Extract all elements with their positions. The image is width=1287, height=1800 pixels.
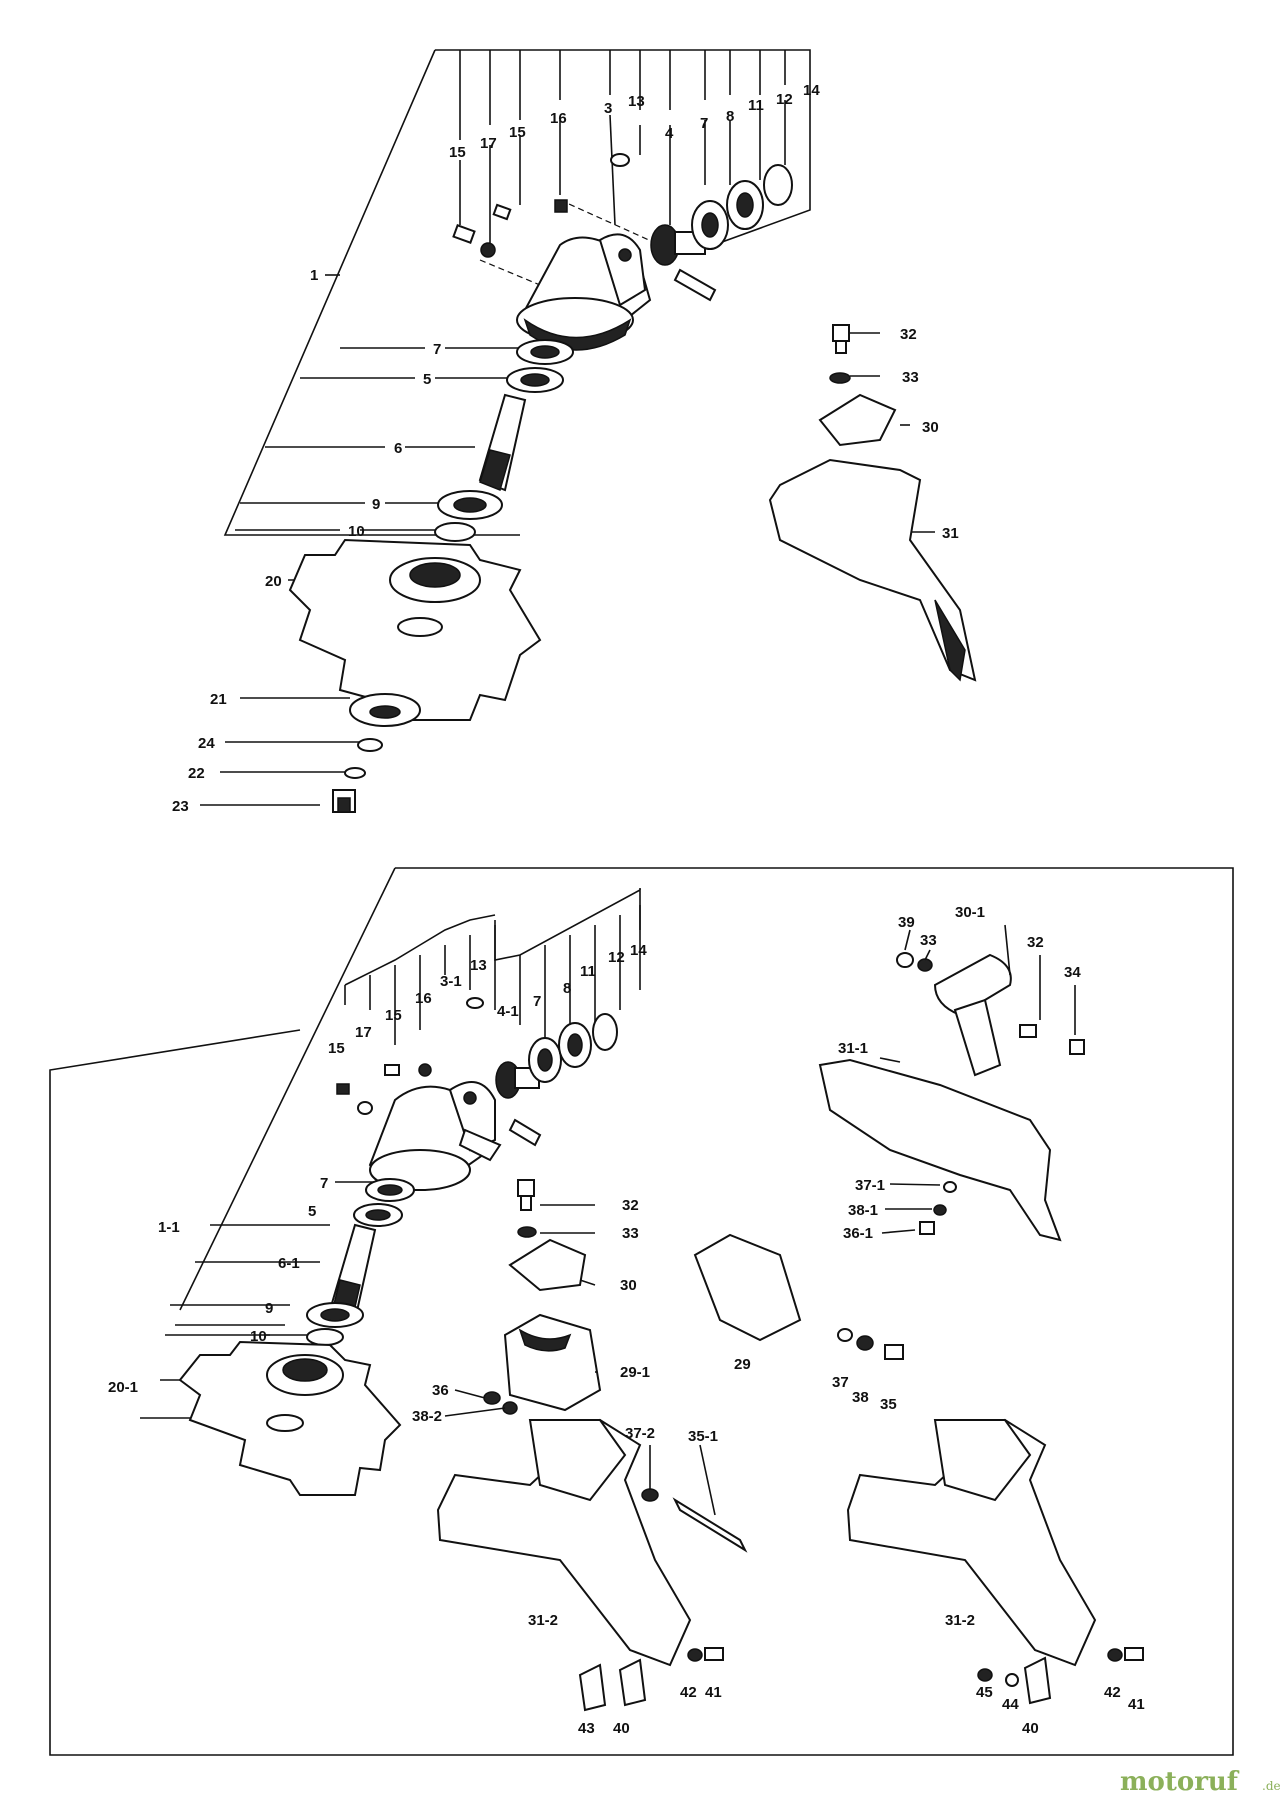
callout-42: 42 xyxy=(680,1684,697,1701)
saw-blade-2 xyxy=(178,1340,402,1496)
callout-12: 12 xyxy=(608,949,625,966)
callout-14: 14 xyxy=(803,82,820,99)
callout-7: 7 xyxy=(700,115,708,132)
brand-watermark: motoruf .de xyxy=(1120,1767,1281,1797)
callout-32: 32 xyxy=(622,1197,639,1214)
callout-15: 15 xyxy=(328,1040,345,1057)
callout-5: 5 xyxy=(423,371,431,388)
callout-33: 33 xyxy=(902,369,919,386)
callout-22: 22 xyxy=(188,765,205,782)
callout-9: 9 xyxy=(265,1300,273,1317)
callout-13: 13 xyxy=(628,93,645,110)
callout-36: 36 xyxy=(432,1382,449,1399)
callout-1: 1 xyxy=(310,267,318,284)
guard-upper-right xyxy=(818,952,1085,1242)
callout-21: 21 xyxy=(210,691,227,708)
callout-35: 35 xyxy=(880,1396,897,1413)
gear-head-housing-2 xyxy=(368,1081,502,1191)
callout-40: 40 xyxy=(1022,1720,1039,1737)
callout-8: 8 xyxy=(726,108,734,125)
callout-13: 13 xyxy=(470,957,487,974)
callout-5: 5 xyxy=(308,1203,316,1220)
guard-upper xyxy=(768,324,977,682)
callout-15: 15 xyxy=(509,124,526,141)
callout-20-1: 20-1 xyxy=(108,1379,138,1396)
callout-1-1: 1-1 xyxy=(158,1219,180,1236)
callout-17: 17 xyxy=(355,1024,372,1041)
callout-4-1: 4-1 xyxy=(497,1003,519,1020)
callout-16: 16 xyxy=(415,990,432,1007)
callout-11: 11 xyxy=(580,963,596,980)
callout-6: 6 xyxy=(394,440,402,457)
bevel-gear-set-2 xyxy=(336,997,618,1147)
callout-11: 11 xyxy=(748,97,764,114)
callout-36-1: 36-1 xyxy=(843,1225,873,1242)
callout-30: 30 xyxy=(620,1277,637,1294)
guard-lower-right xyxy=(846,1418,1144,1705)
callout-35-1: 35-1 xyxy=(688,1428,718,1445)
callout-33: 33 xyxy=(622,1225,639,1242)
bearing-stack xyxy=(434,339,574,542)
lower-assembly: 15 17 15 16 3-1 13 4-1 7 8 11 12 14 7 1-… xyxy=(49,867,1234,1756)
bearing-stack-2 xyxy=(306,1178,415,1346)
callout-42: 42 xyxy=(1104,1684,1121,1701)
callout-40: 40 xyxy=(613,1720,630,1737)
callout-30: 30 xyxy=(922,419,939,436)
callout-23: 23 xyxy=(172,798,189,815)
callout-32: 32 xyxy=(1027,934,1044,951)
callout-9: 9 xyxy=(372,496,380,513)
callout-31: 31 xyxy=(942,525,959,542)
callout-6-1: 6-1 xyxy=(278,1255,300,1272)
callout-7: 7 xyxy=(533,993,541,1010)
callout-38-1: 38-1 xyxy=(848,1202,878,1219)
callout-43: 43 xyxy=(578,1720,595,1737)
callout-10: 10 xyxy=(348,523,365,540)
guard-lower-left xyxy=(436,1418,748,1712)
callout-8: 8 xyxy=(563,980,571,997)
callout-44: 44 xyxy=(1002,1696,1019,1713)
callout-41: 41 xyxy=(705,1684,722,1701)
callout-7: 7 xyxy=(320,1175,328,1192)
bevel-gear-set xyxy=(452,153,793,302)
small-hardware-set xyxy=(837,1328,904,1360)
callout-33: 33 xyxy=(920,932,937,949)
callout-20: 20 xyxy=(265,573,282,590)
watermark-brand: motoruf xyxy=(1120,1767,1240,1797)
blade-fasteners xyxy=(332,693,421,813)
callout-37: 37 xyxy=(832,1374,849,1391)
callout-32: 32 xyxy=(900,326,917,343)
callout-14: 14 xyxy=(630,942,647,959)
callout-38-2: 38-2 xyxy=(412,1408,442,1425)
callout-16: 16 xyxy=(550,110,567,127)
callout-15: 15 xyxy=(385,1007,402,1024)
callout-31-2: 31-2 xyxy=(945,1612,975,1629)
callout-7: 7 xyxy=(433,341,441,358)
saw-blade xyxy=(288,538,542,721)
callout-39: 39 xyxy=(898,914,915,931)
callout-29-1: 29-1 xyxy=(620,1364,650,1381)
callout-41: 41 xyxy=(1128,1696,1145,1713)
callout-12: 12 xyxy=(776,91,793,108)
callout-37-2: 37-2 xyxy=(625,1425,655,1442)
watermark-tld: .de xyxy=(1262,1779,1281,1793)
callout-15: 15 xyxy=(449,144,466,161)
callout-34: 34 xyxy=(1064,964,1081,981)
upper-assembly: 1 15 17 15 16 3 13 4 7 8 11 12 14 7 5 6 … xyxy=(172,49,977,815)
callout-17: 17 xyxy=(480,135,497,152)
callout-4: 4 xyxy=(665,125,674,142)
callout-10: 10 xyxy=(250,1328,267,1345)
callout-3: 3 xyxy=(604,100,612,117)
clamp-and-blocks xyxy=(483,1179,802,1415)
callout-37-1: 37-1 xyxy=(855,1177,885,1194)
callout-29: 29 xyxy=(734,1356,751,1373)
callout-31-1: 31-1 xyxy=(838,1040,868,1057)
callout-45: 45 xyxy=(976,1684,993,1701)
callout-38: 38 xyxy=(852,1389,869,1406)
callout-31-2: 31-2 xyxy=(528,1612,558,1629)
callout-3-1: 3-1 xyxy=(440,973,462,990)
gear-head-housing xyxy=(516,233,652,351)
callout-30-1: 30-1 xyxy=(955,904,985,921)
callout-24: 24 xyxy=(198,735,215,752)
